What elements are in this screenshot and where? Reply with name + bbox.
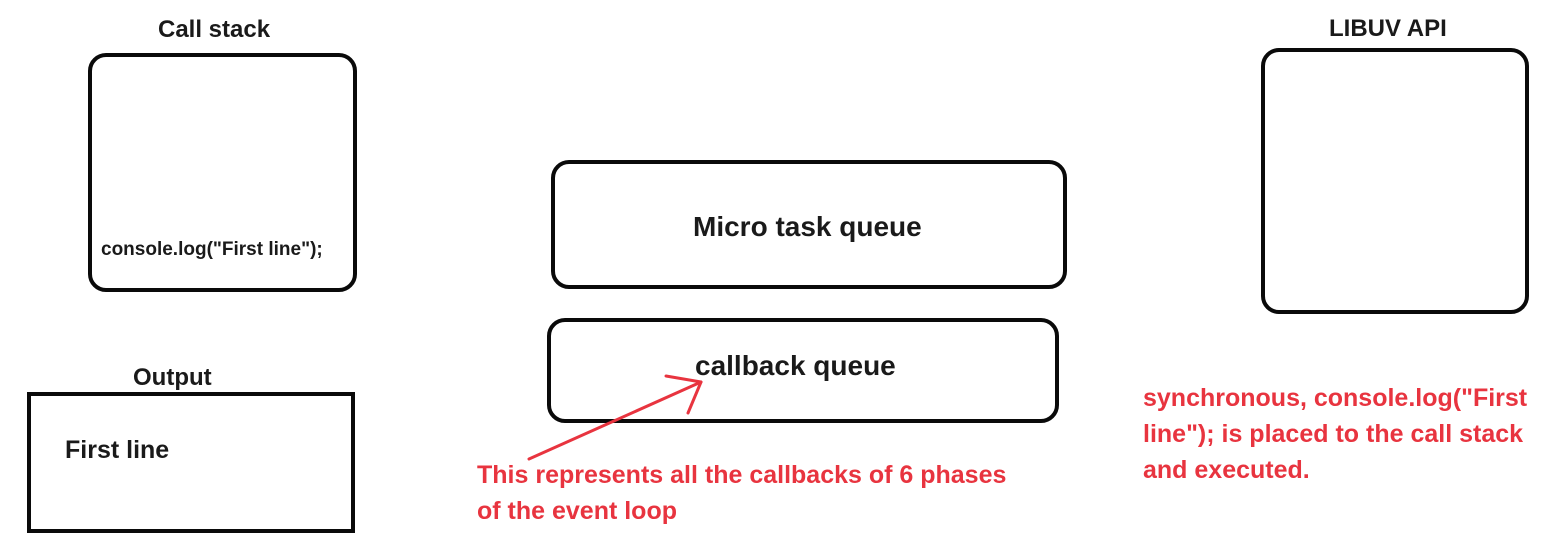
micro-task-queue-label: Micro task queue [693, 211, 922, 242]
explanation-line-1: synchronous, console.log("First [1143, 384, 1528, 412]
explanation-line-2: line"); is placed to the call stack [1143, 420, 1524, 448]
explanation-text: synchronous, console.log("First line"); … [1143, 380, 1527, 488]
output-title: Output [133, 364, 212, 391]
libuv-api-title: LIBUV API [1329, 15, 1447, 42]
call-stack-title: Call stack [158, 16, 271, 43]
callback-annotation: This represents all the callbacks of 6 p… [477, 457, 1006, 529]
libuv-api-box [1261, 48, 1529, 314]
call-stack-entry: console.log("First line"); [101, 239, 323, 260]
call-stack-box [88, 53, 357, 292]
micro-task-queue-box [551, 160, 1067, 289]
callback-annotation-line-1: This represents all the callbacks of 6 p… [477, 461, 1007, 489]
output-box [27, 392, 355, 533]
output-line: First line [65, 436, 170, 464]
callback-queue-label: callback queue [695, 350, 896, 381]
explanation-line-3: and executed. [1143, 456, 1310, 484]
callback-annotation-line-2: of the event loop [477, 497, 677, 525]
